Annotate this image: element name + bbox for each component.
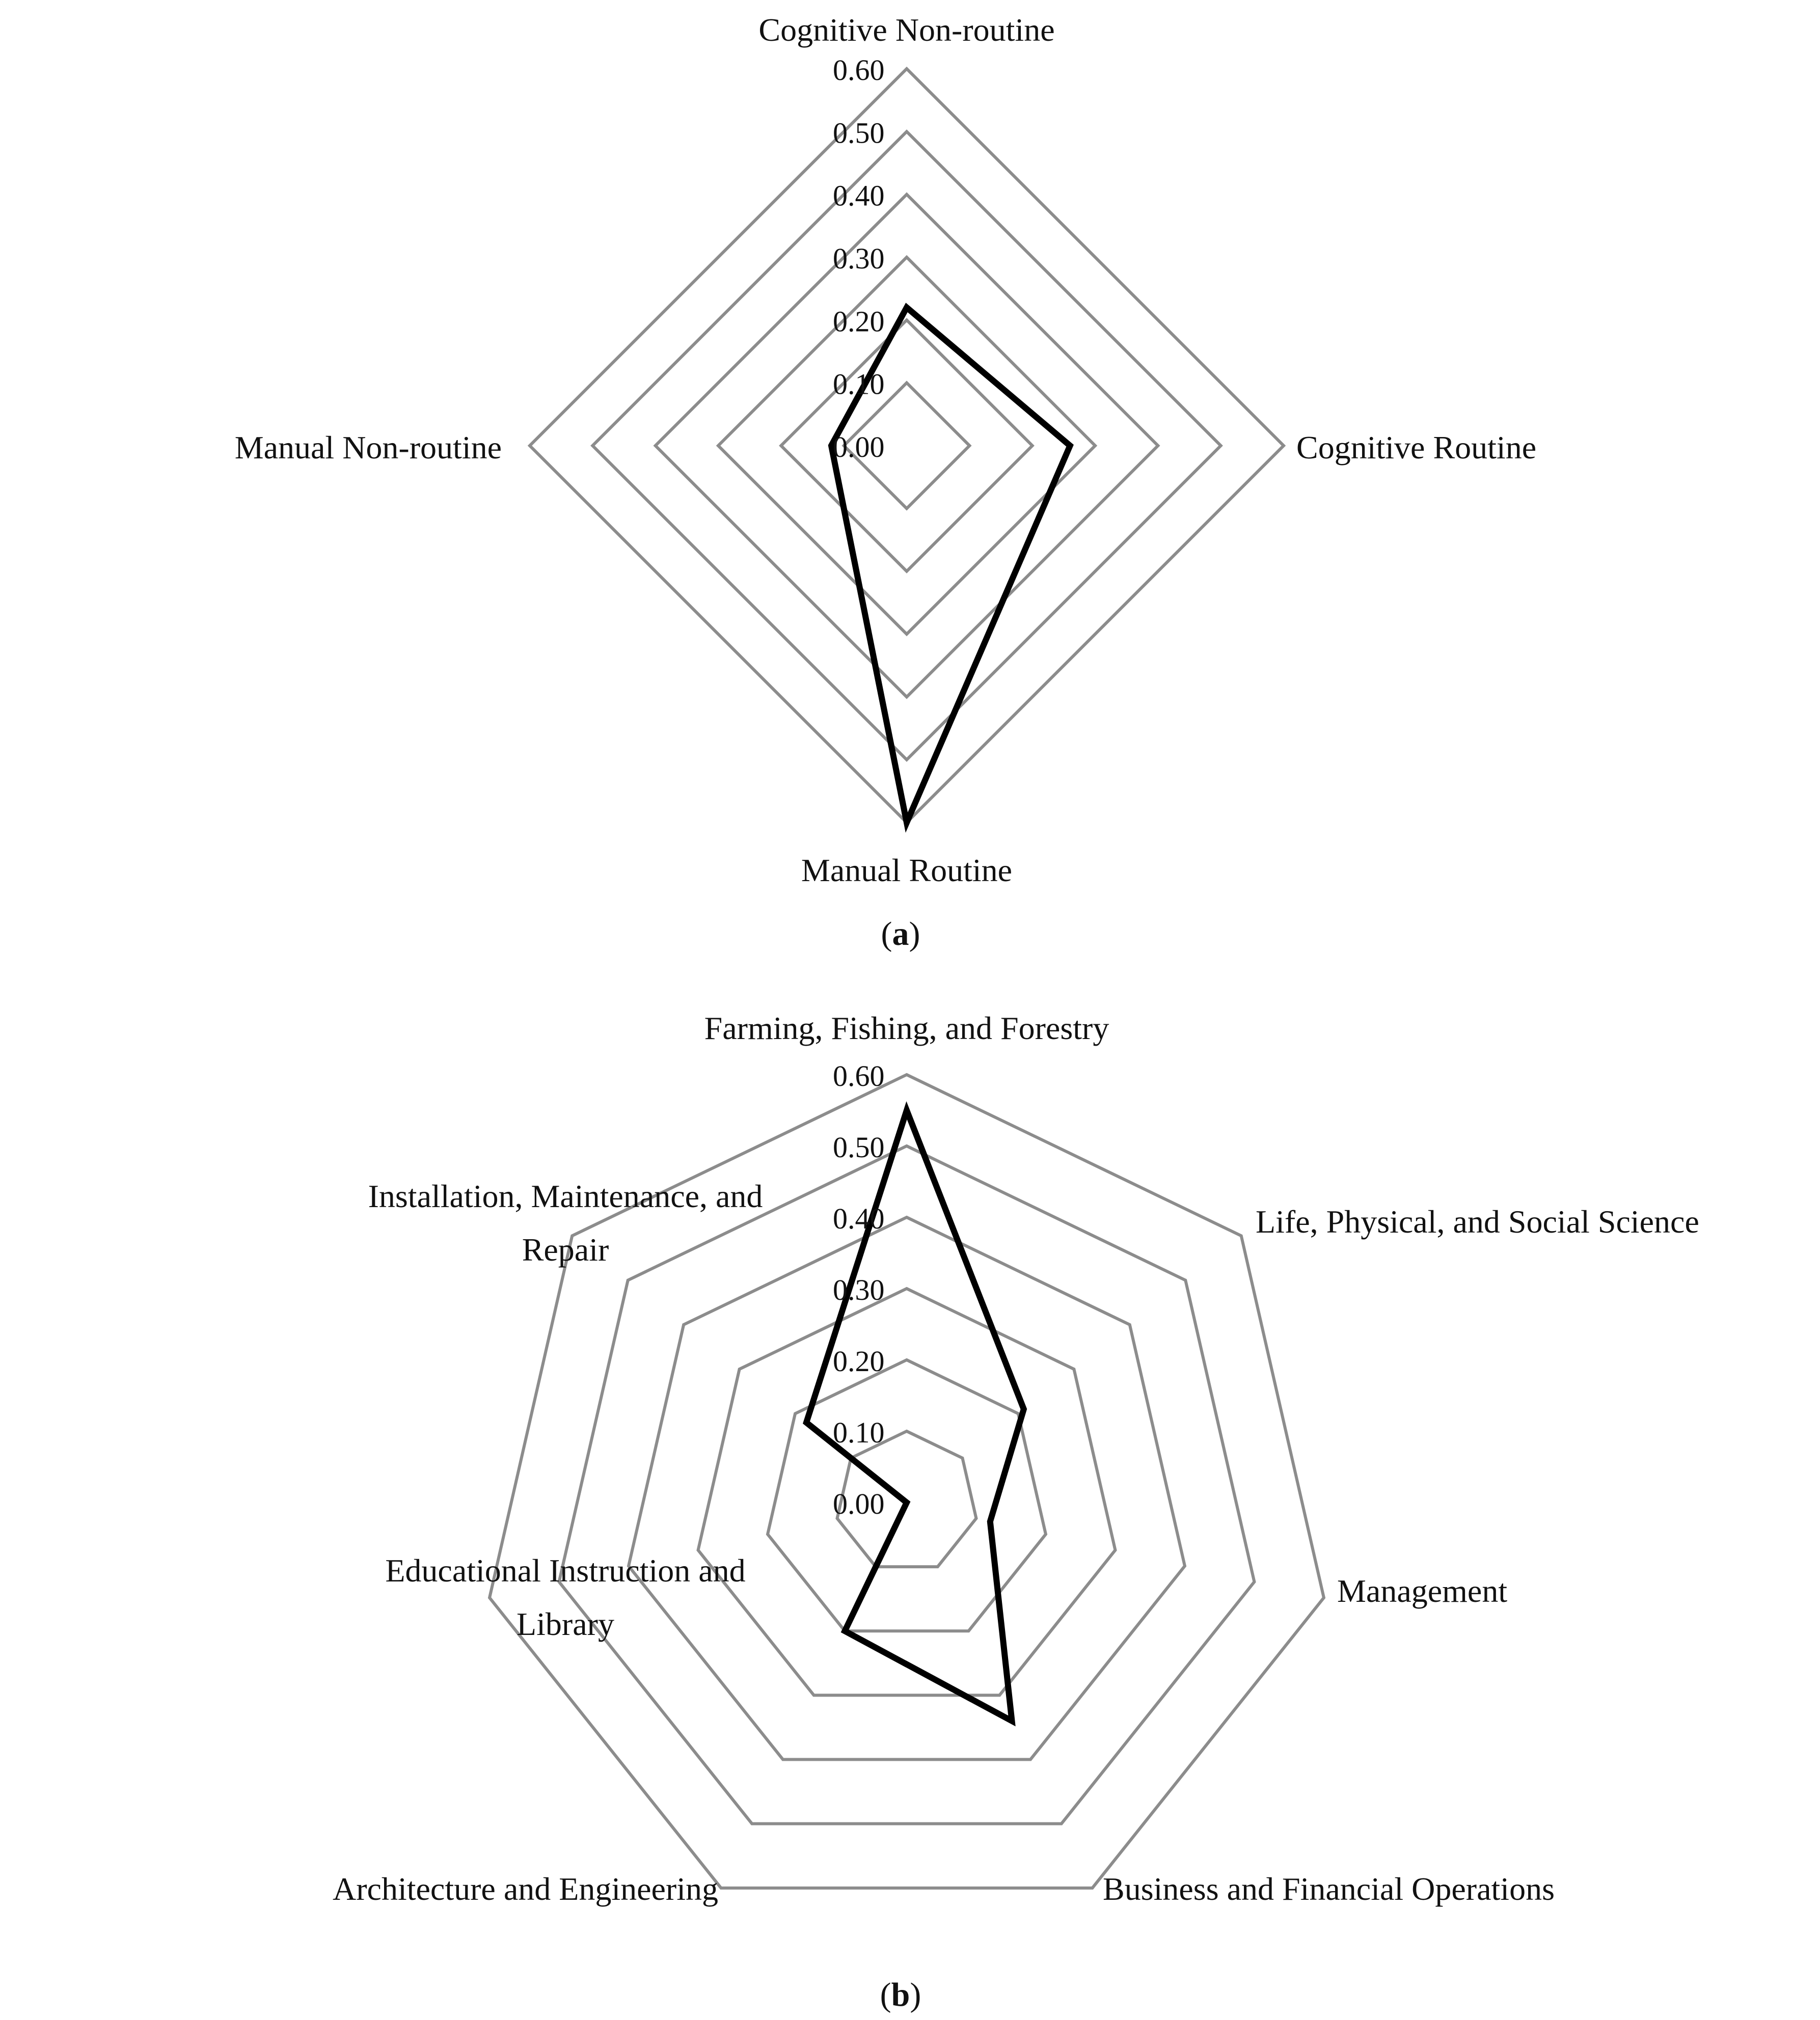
tick-label: 0.40 (833, 179, 885, 212)
grid-ring (627, 1215, 1187, 1761)
grid-ring (841, 380, 972, 511)
axis-label: Cognitive Routine (1296, 429, 1536, 466)
axis-label: Farming, Fishing, and Forestry (704, 1010, 1109, 1046)
data-point-4 (831, 445, 832, 446)
axis-label: Life, Physical, and Social Science (1256, 1204, 1699, 1240)
data-point-3 (989, 1521, 991, 1522)
data-point-2 (1023, 1408, 1024, 1410)
axis-label: Business and Financial Operations (1103, 1871, 1555, 1907)
grid-ring (487, 1073, 1326, 1890)
data-point-1 (906, 1110, 907, 1111)
tick-label: 0.20 (833, 305, 885, 338)
tick-label: 0.40 (833, 1202, 885, 1235)
tick-label: 0.10 (833, 1416, 885, 1449)
tick-label: 0.30 (833, 242, 885, 275)
axis-label: Cognitive Non-routine (758, 12, 1054, 48)
axis-label: Management (1337, 1573, 1507, 1609)
series-line (802, 1101, 1027, 1727)
tick-label: 0.50 (833, 116, 885, 149)
radar-chart-a: 0.00 0.10 0.20 0.30 0.40 0.50 0.60 Cognitive N… (235, 12, 1536, 888)
grid-ring (766, 1358, 1048, 1633)
tick-label: 0.00 (833, 430, 885, 463)
data-point-2 (1069, 445, 1071, 446)
grid-ring (590, 129, 1223, 762)
panel-b-caption: (b) (880, 1976, 921, 2013)
grid-ring (557, 1144, 1256, 1825)
tick-label: 0.20 (833, 1345, 885, 1378)
axis-label: Architecture and Engineering (333, 1871, 718, 1907)
data-point-5 (844, 1630, 846, 1632)
data-point-3 (906, 822, 907, 823)
tick-label: 0.60 (833, 53, 885, 87)
grid-ring (653, 192, 1160, 699)
grid-ring (716, 255, 1098, 637)
data-point-4 (1011, 1720, 1013, 1722)
tick-label: 0.30 (833, 1273, 885, 1306)
tick-label: 0.00 (833, 1487, 885, 1520)
data-point-1 (906, 307, 907, 308)
panel-a-caption: (a) (881, 915, 920, 952)
grid-ring (835, 1429, 978, 1569)
data-point-7 (805, 1422, 807, 1423)
tick-label: 0.50 (833, 1131, 885, 1164)
radar-chart-b: 0.00 0.10 0.20 0.30 0.40 0.50 0.60 Farming, Fi… (333, 1010, 1699, 1907)
grid-ring (527, 66, 1286, 825)
axis-label: Manual Routine (801, 852, 1012, 888)
grid-ring (779, 318, 1035, 574)
axis-label: Manual Non-routine (235, 429, 502, 466)
tick-label: 0.10 (833, 368, 885, 401)
data-point-6 (906, 1502, 907, 1503)
grid-ring (696, 1287, 1117, 1697)
tick-label: 0.60 (833, 1059, 885, 1093)
